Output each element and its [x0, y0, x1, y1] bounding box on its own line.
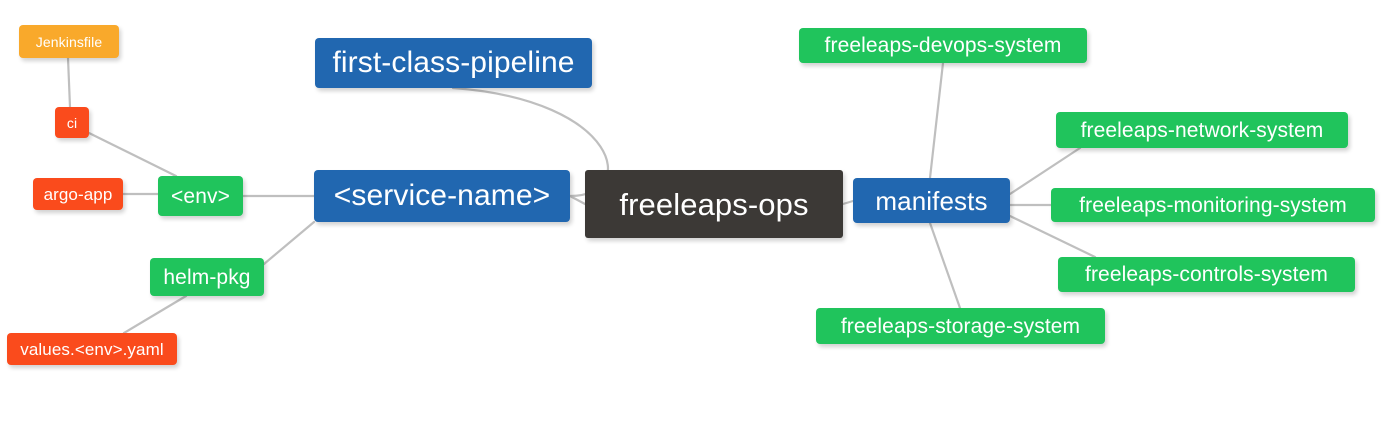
- edge-manifests-to-freeleaps-devops-system: [928, 61, 945, 180]
- mindmap-node-root[interactable]: freeleaps-ops: [585, 170, 843, 238]
- edge-root-to-manifests: [841, 199, 855, 206]
- mindmap-node-freeleaps-storage-system[interactable]: freeleaps-storage-system: [816, 308, 1105, 344]
- mindmap-node-freeleaps-monitoring-system[interactable]: freeleaps-monitoring-system: [1051, 188, 1375, 222]
- node-label: manifests: [875, 185, 988, 216]
- node-label: freeleaps-controls-system: [1085, 263, 1328, 286]
- edge-helm-pkg-to-values-yaml: [122, 294, 188, 335]
- node-label: Jenkinsfile: [35, 33, 103, 50]
- node-label: <env>: [171, 184, 230, 208]
- mindmap-node-values-yaml[interactable]: values.<env>.yaml: [7, 333, 177, 365]
- mindmap-node-service-name[interactable]: <service-name>: [314, 170, 570, 222]
- node-label: freeleaps-devops-system: [824, 34, 1062, 57]
- edge-service-name-to-helm-pkg: [262, 220, 316, 266]
- mindmap-node-env[interactable]: <env>: [158, 176, 243, 216]
- node-label: values.<env>.yaml: [20, 339, 164, 359]
- edge-ci-to-jenkinsfile: [66, 56, 72, 109]
- mindmap-node-manifests[interactable]: manifests: [853, 178, 1010, 223]
- mindmap-node-jenkinsfile[interactable]: Jenkinsfile: [19, 25, 119, 58]
- edge-root-to-service-name: [568, 194, 587, 206]
- mindmap-node-first-class-pipeline[interactable]: first-class-pipeline: [315, 38, 592, 88]
- mindmap-node-argo-app[interactable]: argo-app: [33, 178, 123, 210]
- node-label: first-class-pipeline: [332, 46, 575, 79]
- node-label: <service-name>: [333, 179, 551, 212]
- edge-manifests-to-freeleaps-storage-system: [928, 221, 962, 310]
- node-label: freeleaps-storage-system: [840, 314, 1081, 338]
- node-label: freeleaps-network-system: [1080, 118, 1324, 142]
- node-label: ci: [66, 114, 78, 131]
- edge-env-to-ci: [87, 131, 178, 178]
- mindmap-node-ci[interactable]: ci: [55, 107, 89, 138]
- mindmap-node-freeleaps-devops-system[interactable]: freeleaps-devops-system: [799, 28, 1087, 63]
- mindmap-node-freeleaps-network-system[interactable]: freeleaps-network-system: [1056, 112, 1348, 148]
- node-label: freeleaps-ops: [619, 186, 809, 222]
- edge-manifests-to-freeleaps-controls-system: [1008, 214, 1097, 259]
- node-label: freeleaps-monitoring-system: [1079, 193, 1347, 217]
- node-label: helm-pkg: [163, 265, 251, 289]
- mindmap-node-helm-pkg[interactable]: helm-pkg: [150, 258, 264, 296]
- node-label: argo-app: [43, 184, 113, 204]
- mindmap-node-freeleaps-controls-system[interactable]: freeleaps-controls-system: [1058, 257, 1355, 292]
